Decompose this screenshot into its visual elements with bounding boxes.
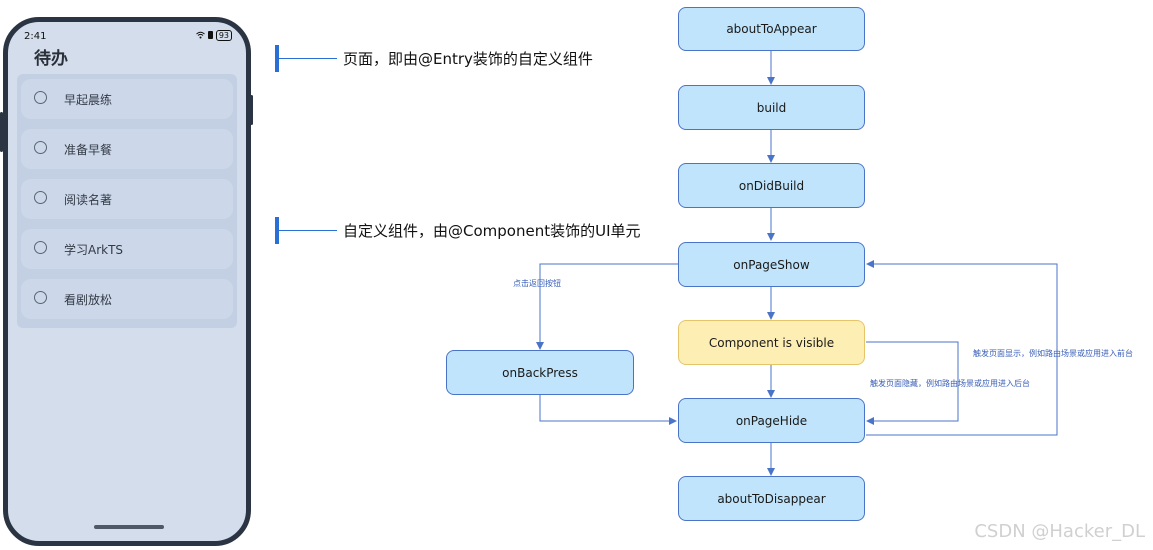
node-about-to-appear: aboutToAppear	[678, 7, 865, 51]
phone-mockup: 2:41 93 待办 早起晨练 准备早餐 阅读名著 学习ArkTS 看剧放松	[3, 17, 251, 546]
watermark: CSDN @Hacker_DL	[974, 521, 1145, 542]
node-component-visible: Component is visible	[678, 320, 865, 365]
todo-item[interactable]: 准备早餐	[21, 129, 233, 169]
todo-item[interactable]: 看剧放松	[21, 279, 233, 319]
node-on-page-show: onPageShow	[678, 242, 865, 287]
todo-label: 学习ArkTS	[64, 243, 124, 257]
node-on-did-build: onDidBuild	[678, 163, 865, 208]
edge-label-page-show-trigger: 触发页面显示，例如路由场景或应用进入前台	[973, 349, 1133, 358]
node-on-back-press: onBackPress	[446, 350, 634, 395]
phone-power-button	[250, 95, 253, 125]
checkbox-circle-icon[interactable]	[34, 241, 47, 254]
todo-item[interactable]: 早起晨练	[21, 79, 233, 119]
component-annotation-marker	[275, 217, 279, 244]
checkbox-circle-icon[interactable]	[34, 141, 47, 154]
app-title: 待办	[34, 49, 68, 69]
wifi-icon	[195, 31, 205, 41]
todo-label: 看剧放松	[64, 293, 113, 307]
page-annotation-line	[279, 58, 337, 59]
home-indicator[interactable]	[94, 525, 164, 529]
component-annotation: 自定义组件，由@Component装饰的UI单元	[343, 222, 641, 240]
checkbox-circle-icon[interactable]	[34, 291, 47, 304]
edge-visible-to-pagehide-trigger	[866, 341, 959, 425]
battery-indicator: 93	[215, 30, 232, 41]
page-annotation: 页面，即由@Entry装饰的自定义组件	[343, 50, 593, 68]
component-annotation-line	[279, 230, 337, 231]
todo-list: 早起晨练 准备早餐 阅读名著 学习ArkTS 看剧放松	[17, 74, 237, 328]
todo-item[interactable]: 阅读名著	[21, 179, 233, 219]
page-annotation-marker	[275, 45, 279, 72]
signal-icon	[207, 30, 213, 41]
phone-volume-button	[0, 112, 3, 152]
checkbox-circle-icon[interactable]	[34, 191, 47, 204]
status-icons: 93	[195, 30, 232, 41]
node-about-to-disappear: aboutToDisappear	[678, 476, 865, 521]
todo-item[interactable]: 学习ArkTS	[21, 229, 233, 269]
todo-label: 准备早餐	[64, 143, 113, 157]
node-build: build	[678, 85, 865, 130]
edge-backpress-to-pagehide	[539, 395, 677, 425]
todo-label: 早起晨练	[64, 93, 113, 107]
node-on-page-hide: onPageHide	[678, 398, 865, 443]
edge-label-back-button: 点击返回按钮	[513, 279, 561, 288]
edge-pageshow-to-backpress	[536, 263, 678, 350]
checkbox-circle-icon[interactable]	[34, 91, 47, 104]
todo-label: 阅读名著	[64, 193, 113, 207]
edge-pagehide-to-pageshow-trigger	[866, 260, 1058, 436]
status-time: 2:41	[24, 31, 47, 42]
edge-label-page-hide-trigger: 触发页面隐藏，例如路由场景或应用进入后台	[870, 379, 1030, 388]
